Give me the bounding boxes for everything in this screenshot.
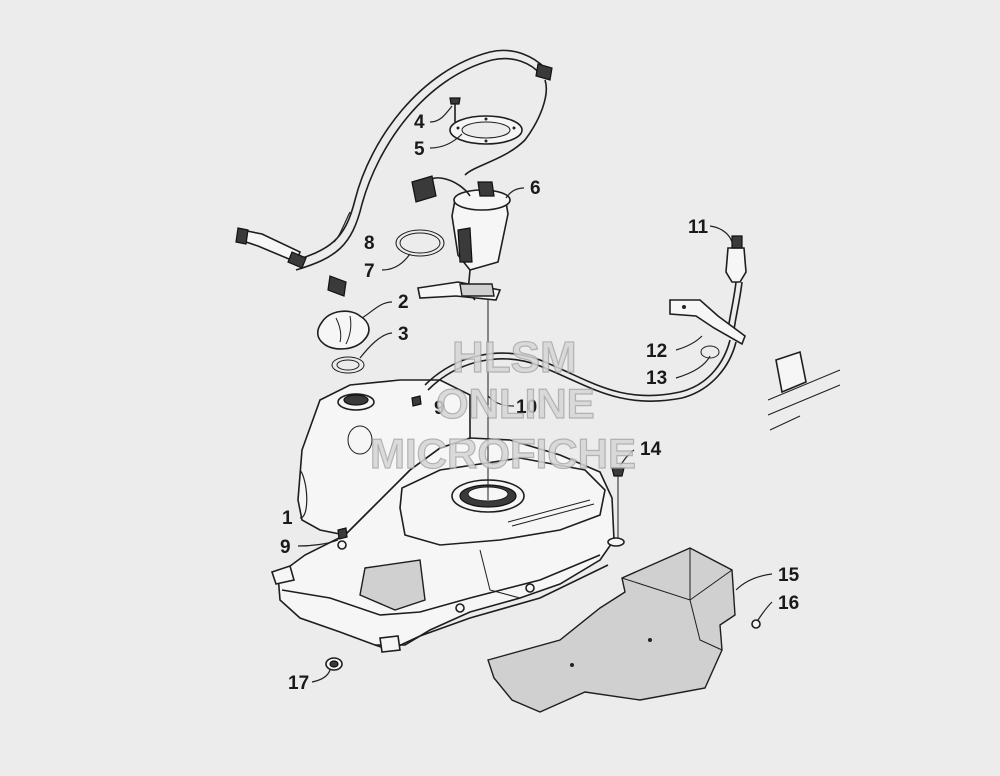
callout-14: 14 <box>640 439 662 460</box>
callout-1: 1 <box>282 508 293 529</box>
callout-6: 6 <box>530 178 541 199</box>
mounting-bracket-part <box>669 299 746 346</box>
grommet-part <box>325 657 343 671</box>
pump-seal-part <box>395 229 445 257</box>
hose-clamp-part <box>700 345 720 359</box>
watermark-line-3: MICROFICHE <box>370 430 636 477</box>
callout-11: 11 <box>688 217 709 238</box>
watermark: HLSM ONLINE MICROFICHE <box>369 332 636 477</box>
callout-7: 7 <box>364 261 375 282</box>
callout-12: 12 <box>646 341 667 362</box>
watermark-line-2: ONLINE <box>436 380 595 427</box>
fitting-part-lower <box>337 527 348 550</box>
callout-2: 2 <box>398 292 409 313</box>
callout-labels: 1 2 3 4 5 6 7 8 9 9 10 11 12 13 14 15 16… <box>280 112 800 694</box>
callout-13: 13 <box>646 368 667 389</box>
gas-cap-part <box>316 310 370 350</box>
skid-plate-part <box>487 547 736 713</box>
callout-17: 17 <box>288 673 309 694</box>
watermark-line-1: HLSM <box>452 333 577 382</box>
callout-9-upper: 9 <box>434 398 445 419</box>
fuel-tank-part <box>270 379 615 653</box>
vent-hose-part <box>424 339 737 402</box>
callout-4: 4 <box>414 112 425 133</box>
callout-3: 3 <box>398 324 409 345</box>
callout-15: 15 <box>778 565 800 586</box>
cap-gasket-part <box>331 356 365 374</box>
callout-10: 10 <box>516 397 537 418</box>
frame-section-part <box>767 350 841 431</box>
leader-lines <box>297 105 773 683</box>
callout-16: 16 <box>778 593 799 614</box>
fitting-part-upper <box>411 395 422 407</box>
pump-retainer-ring-part <box>449 115 523 145</box>
fuel-line-part <box>235 49 553 297</box>
fuel-pump-part <box>411 175 511 500</box>
push-rivet-part <box>607 467 625 547</box>
callout-5: 5 <box>414 139 425 160</box>
callout-8: 8 <box>364 233 375 254</box>
fuel-filter-part <box>725 235 747 331</box>
nut-part <box>751 619 761 629</box>
callout-9-lower: 9 <box>280 537 291 558</box>
screw-part <box>449 97 461 122</box>
